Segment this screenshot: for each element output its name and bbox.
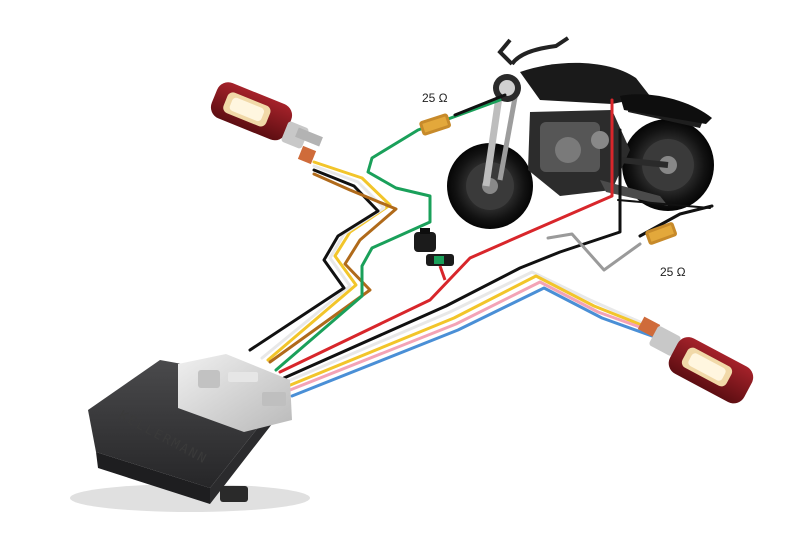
motorcycle — [447, 36, 714, 229]
wire-blue — [290, 286, 654, 398]
wire-green — [274, 98, 502, 372]
wire-harness — [248, 93, 714, 398]
control-module: KELLERMANN — [70, 354, 310, 512]
resistor-top: 25 Ω — [419, 91, 451, 136]
resistor-top-label: 25 Ω — [422, 91, 448, 105]
indicator-right — [637, 316, 754, 404]
fuse-holder — [414, 228, 454, 281]
wire-red — [278, 98, 614, 374]
resistor-right: 25 Ω — [645, 222, 686, 279]
wire-black-right — [282, 128, 622, 380]
resistor-right-label: 25 Ω — [660, 265, 686, 279]
wire-black-left — [248, 168, 380, 352]
wire-pink — [288, 280, 650, 392]
wire-brown-left — [268, 172, 398, 364]
indicator-left — [210, 82, 323, 165]
wire-grey — [546, 232, 642, 272]
wire-white-right — [284, 270, 642, 384]
wire-yellow-right — [286, 274, 646, 388]
wire-yellow-left — [266, 160, 392, 362]
